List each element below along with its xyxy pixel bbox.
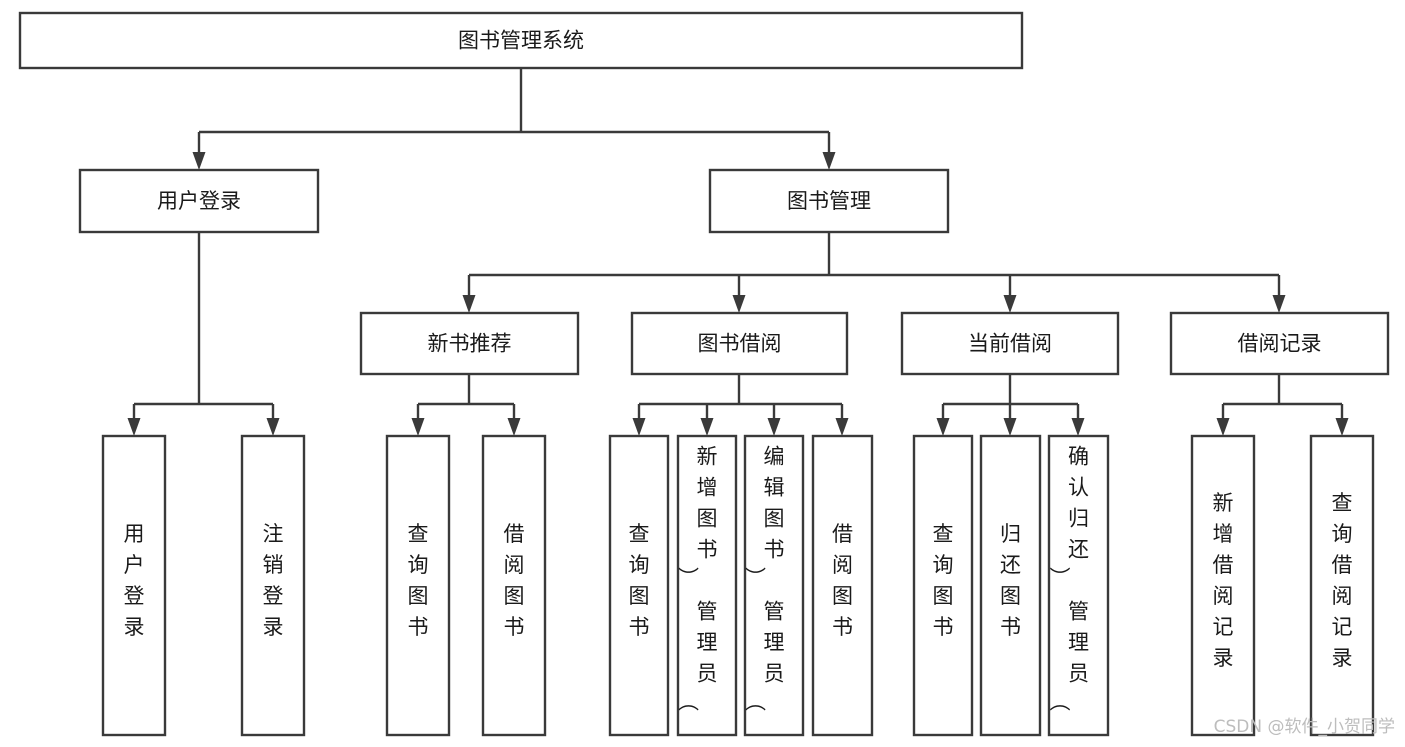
- arrow-head-icon: [936, 418, 950, 436]
- node-label: 借阅图书: [832, 522, 853, 639]
- arrow-head-icon: [507, 418, 521, 436]
- node-box: [743, 434, 805, 737]
- node-box: [676, 434, 738, 737]
- node-label: 当前借阅: [968, 332, 1052, 356]
- leaf-node-编辑图书管理员[interactable]: 编辑图书（管理员）: [743, 434, 805, 737]
- csdn-watermark: CSDN @软件_小贺同学: [1214, 717, 1395, 737]
- node-box: [359, 311, 580, 376]
- node-label: 借阅记录: [1238, 332, 1322, 356]
- arrow-head-icon: [732, 295, 746, 313]
- node-box: [912, 434, 974, 737]
- connector-record-to-leaves: [1216, 374, 1349, 436]
- leaf-node-归还图书[interactable]: 归还图书: [979, 434, 1042, 737]
- node-box: [101, 434, 167, 737]
- level3-node-新书推荐[interactable]: 新书推荐: [359, 311, 580, 376]
- level3-node-图书借阅[interactable]: 图书借阅: [630, 311, 849, 376]
- connector-borrow-to-leaves: [632, 374, 849, 436]
- arrow-head-icon: [462, 295, 476, 313]
- node-label: 图书管理: [787, 189, 871, 213]
- node-box: [1047, 434, 1110, 737]
- connector-root-to-level2: [192, 68, 836, 170]
- node-label: 新书推荐: [428, 332, 512, 356]
- arrow-head-icon: [632, 418, 646, 436]
- node-box: [18, 11, 1024, 70]
- node-layer: 图书管理系统用户登录图书管理新书推荐图书借阅当前借阅借阅记录用户登录注销登录查询…: [18, 11, 1390, 737]
- level3-node-借阅记录[interactable]: 借阅记录: [1169, 311, 1390, 376]
- node-label: 查询借阅记录: [1332, 491, 1353, 670]
- leaf-node-新增图书管理员[interactable]: 新增图书（管理员）: [676, 434, 738, 737]
- leaf-node-注销登录[interactable]: 注销登录: [240, 434, 306, 737]
- arrow-head-icon: [767, 418, 781, 436]
- arrow-head-icon: [127, 418, 141, 436]
- node-box: [900, 311, 1120, 376]
- node-box: [1169, 311, 1390, 376]
- arrow-head-icon: [700, 418, 714, 436]
- arrow-head-icon: [411, 418, 425, 436]
- arrow-head-icon: [192, 152, 206, 170]
- leaf-node-查询图书[interactable]: 查询图书: [912, 434, 974, 737]
- connector-userlogin-to-leaves: [127, 232, 280, 436]
- leaf-node-查询图书[interactable]: 查询图书: [385, 434, 451, 737]
- connector-newbook-to-leaves: [411, 374, 521, 436]
- leaf-node-确认归还管理员[interactable]: 确认归还（管理员）: [1047, 434, 1110, 737]
- node-label: 用户登录: [124, 522, 145, 639]
- node-label: 确认归还（管理员）: [1049, 445, 1089, 712]
- arrow-head-icon: [1071, 418, 1085, 436]
- node-box: [481, 434, 547, 737]
- leaf-node-用户登录[interactable]: 用户登录: [101, 434, 167, 737]
- arrow-head-icon: [822, 152, 836, 170]
- node-box: [1190, 434, 1256, 737]
- arrow-head-icon: [1003, 295, 1017, 313]
- node-label: 编辑图书（管理员）: [745, 445, 785, 712]
- connector-bookmgmt-to-level3: [462, 232, 1286, 313]
- node-label: 新增图书（管理员）: [678, 445, 718, 712]
- level2-node-用户登录[interactable]: 用户登录: [78, 168, 320, 234]
- node-box: [1309, 434, 1375, 737]
- node-label: 查询图书: [408, 522, 429, 639]
- node-label: 注销登录: [263, 522, 284, 639]
- node-label: 借阅图书: [504, 522, 525, 639]
- node-box: [78, 168, 320, 234]
- arrow-head-icon: [266, 418, 280, 436]
- node-label: 图书管理系统: [458, 29, 584, 53]
- leaf-node-新增借阅记录[interactable]: 新增借阅记录: [1190, 434, 1256, 737]
- level3-node-当前借阅[interactable]: 当前借阅: [900, 311, 1120, 376]
- node-label: 归还图书: [1000, 522, 1021, 639]
- leaf-node-查询图书[interactable]: 查询图书: [608, 434, 670, 737]
- arrow-head-icon: [1335, 418, 1349, 436]
- node-box: [385, 434, 451, 737]
- node-label: 图书借阅: [698, 332, 782, 356]
- node-label: 查询图书: [629, 522, 650, 639]
- node-label: 查询图书: [933, 522, 954, 639]
- node-box: [811, 434, 874, 737]
- level2-node-图书管理[interactable]: 图书管理: [708, 168, 950, 234]
- node-box: [608, 434, 670, 737]
- leaf-node-借阅图书[interactable]: 借阅图书: [811, 434, 874, 737]
- arrow-head-icon: [1272, 295, 1286, 313]
- root-node-图书管理系统[interactable]: 图书管理系统: [18, 11, 1024, 70]
- node-box: [979, 434, 1042, 737]
- node-box: [708, 168, 950, 234]
- arrow-head-icon: [835, 418, 849, 436]
- node-box: [240, 434, 306, 737]
- node-label: 新增借阅记录: [1213, 491, 1234, 670]
- leaf-node-借阅图书[interactable]: 借阅图书: [481, 434, 547, 737]
- connector-current-to-leaves: [936, 374, 1085, 436]
- arrow-head-icon: [1003, 418, 1017, 436]
- connector-layer: [127, 68, 1349, 436]
- leaf-node-查询借阅记录[interactable]: 查询借阅记录: [1309, 434, 1375, 737]
- node-label: 用户登录: [157, 189, 241, 213]
- arrow-head-icon: [1216, 418, 1230, 436]
- node-box: [630, 311, 849, 376]
